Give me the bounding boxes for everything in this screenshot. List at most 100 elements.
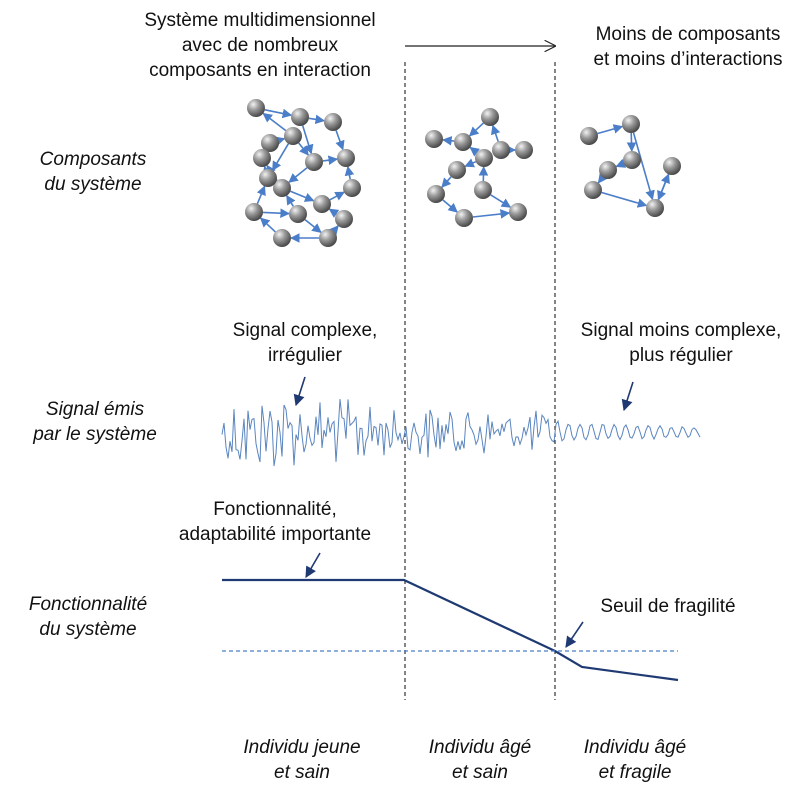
row-label-functionality: Fonctionnalité du système	[0, 592, 176, 642]
less-complex-signal-line-2: plus régulier	[556, 343, 806, 368]
component-node	[425, 130, 443, 148]
component-node	[335, 210, 353, 228]
row-signal-line-2: par le système	[10, 422, 180, 447]
component-node	[584, 181, 602, 199]
interaction-arrow	[443, 200, 457, 212]
interaction-arrow	[616, 164, 623, 167]
complex-signal-line-1: Signal complexe,	[190, 318, 420, 343]
complex-signal-line-2: irrégulier	[190, 343, 420, 368]
component-node	[343, 179, 361, 197]
column-label-old-healthy: Individu âgé et sain	[405, 735, 555, 785]
interaction-arrow	[265, 167, 266, 170]
component-node	[455, 209, 473, 227]
interaction-arrow	[470, 123, 484, 136]
complex-signal-pointer	[296, 377, 305, 405]
interaction-arrow	[598, 177, 602, 183]
component-node	[580, 127, 598, 145]
component-node	[622, 115, 640, 133]
component-node	[454, 133, 472, 151]
functionality-high-line-1: Fonctionnalité,	[150, 497, 400, 522]
column-1-line-2: et sain	[222, 760, 382, 785]
component-node	[448, 161, 466, 179]
component-node	[599, 161, 617, 179]
component-node	[663, 157, 681, 175]
fewer-components-line-1: Moins de composants	[570, 22, 806, 47]
network-few-components	[580, 115, 681, 217]
signal-waveform	[222, 399, 700, 466]
interaction-arrow	[631, 133, 632, 151]
interaction-arrow	[329, 209, 336, 214]
component-node	[646, 199, 664, 217]
interaction-arrow	[265, 110, 291, 115]
less-complex-signal-line-1: Signal moins complexe,	[556, 318, 806, 343]
interaction-arrow	[263, 113, 286, 130]
interaction-arrow	[465, 162, 476, 167]
regular-signal-pointer	[624, 382, 633, 410]
many-components-label: Système multidimensionnel avec de nombre…	[100, 8, 420, 83]
component-node	[337, 149, 355, 167]
fewer-components-line-2: et moins d’interactions	[570, 47, 806, 72]
column-3-line-1: Individu âgé	[560, 735, 710, 760]
threshold-pointer	[566, 622, 583, 647]
component-node	[509, 203, 527, 221]
component-node	[273, 229, 291, 247]
interaction-arrow	[348, 167, 350, 179]
row-components-line-2: du système	[18, 172, 168, 197]
interaction-arrow	[290, 191, 313, 200]
interaction-arrow	[257, 186, 264, 203]
component-node	[474, 181, 492, 199]
component-node	[324, 113, 342, 131]
row-label-signal: Signal émis par le système	[10, 397, 180, 447]
row-functionality-line-2: du système	[0, 617, 176, 642]
component-node	[245, 203, 263, 221]
component-node	[253, 149, 271, 167]
interaction-arrow	[491, 195, 511, 207]
interaction-arrow	[263, 212, 289, 213]
component-node	[427, 185, 445, 203]
fragility-threshold-label: Seuil de fragilité	[568, 594, 768, 619]
interaction-arrow	[334, 226, 338, 231]
interaction-arrow	[473, 213, 509, 217]
functionality-pointer	[306, 553, 320, 577]
many-components-line-2: avec de nombreux	[100, 33, 420, 58]
component-node	[515, 141, 533, 159]
component-node	[259, 169, 277, 187]
component-node	[291, 108, 309, 126]
component-node	[313, 195, 331, 213]
row-components-line-1: Composants	[18, 147, 168, 172]
row-label-components: Composants du système	[18, 147, 168, 197]
row-signal-line-1: Signal émis	[10, 397, 180, 422]
interaction-arrow	[305, 220, 321, 233]
column-3-line-2: et fragile	[560, 760, 710, 785]
interaction-arrow	[598, 127, 623, 134]
interaction-arrow	[336, 131, 343, 150]
column-label-young-healthy: Individu jeune et sain	[222, 735, 382, 785]
column-2-line-2: et sain	[405, 760, 555, 785]
fewer-components-label: Moins de composants et moins d’interacti…	[570, 22, 806, 72]
column-1-line-1: Individu jeune	[222, 735, 382, 760]
component-node	[319, 229, 337, 247]
interaction-arrow	[470, 148, 477, 153]
column-label-old-frail: Individu âgé et fragile	[560, 735, 710, 785]
component-node	[247, 99, 265, 117]
row-functionality-line-1: Fonctionnalité	[0, 592, 176, 617]
component-node	[475, 149, 493, 167]
column-2-line-1: Individu âgé	[405, 735, 555, 760]
interaction-arrow	[289, 168, 307, 183]
interaction-arrow	[442, 177, 451, 187]
less-complex-signal-label: Signal moins complexe, plus régulier	[556, 318, 806, 368]
component-node	[289, 205, 307, 223]
interaction-arrow	[323, 159, 337, 161]
component-node	[492, 141, 510, 159]
interaction-arrow	[299, 143, 309, 155]
interaction-arrow	[287, 196, 294, 207]
functionality-high-label: Fonctionnalité, adaptabilité importante	[150, 497, 400, 547]
many-components-line-3: composants en interaction	[100, 58, 420, 83]
component-node	[623, 151, 641, 169]
interaction-arrow	[493, 126, 498, 142]
interaction-arrow	[658, 174, 668, 199]
component-node	[284, 127, 302, 145]
interaction-arrow	[443, 140, 454, 141]
component-node	[481, 108, 499, 126]
